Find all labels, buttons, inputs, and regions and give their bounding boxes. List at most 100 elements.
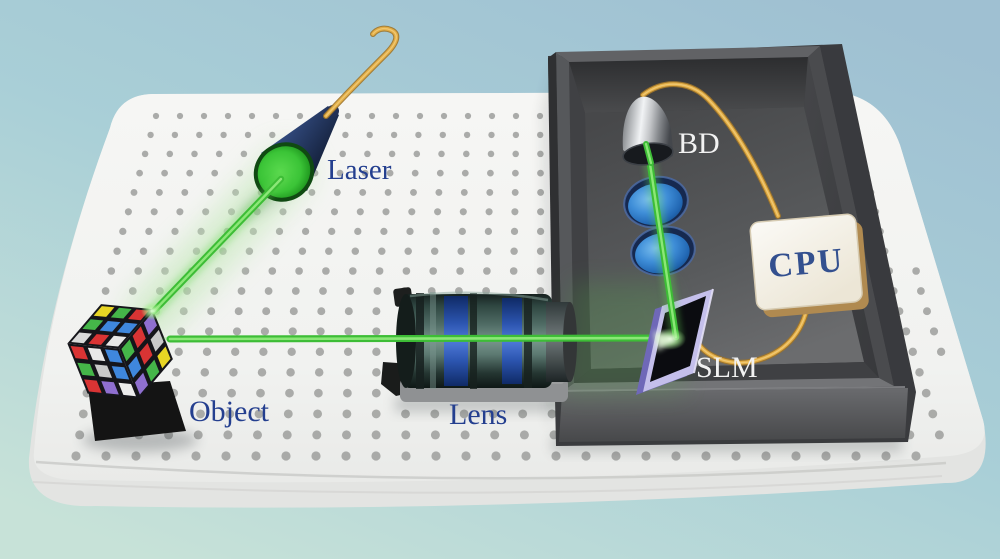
table-dot	[731, 451, 741, 461]
table-dot	[227, 388, 236, 398]
table-dot	[186, 169, 194, 177]
table-dot	[272, 112, 280, 120]
cube-sticker	[110, 307, 132, 319]
cube-sticker	[134, 372, 149, 395]
table-dot	[371, 451, 381, 461]
table-dot	[131, 451, 141, 461]
table-dot	[438, 150, 445, 158]
table-dot	[319, 287, 327, 295]
table-dot	[484, 227, 493, 236]
table-dot	[509, 287, 518, 295]
table-dot	[119, 227, 127, 236]
table-dot	[196, 409, 205, 419]
cube-sticker	[87, 347, 106, 362]
table-dot	[509, 267, 518, 275]
table-dot	[402, 267, 411, 275]
table-dot	[413, 150, 421, 158]
table-dot	[434, 208, 442, 216]
table-dot	[537, 188, 545, 196]
table-dot	[372, 307, 381, 316]
table-dot	[101, 287, 110, 295]
table-dot	[134, 267, 143, 275]
table-dot	[372, 368, 381, 377]
table-dot	[936, 347, 946, 356]
cpu-label: CPU	[767, 242, 846, 285]
table-dot	[336, 169, 344, 177]
cube-sticker	[101, 381, 119, 395]
object-cube	[67, 304, 173, 399]
table-dot	[295, 267, 303, 275]
table-dot	[145, 227, 153, 236]
table-dot	[512, 131, 520, 139]
table-dot	[364, 150, 371, 158]
table-dot	[512, 112, 520, 120]
table-dot	[166, 150, 174, 158]
table-dot	[361, 169, 369, 177]
table-dot	[366, 131, 373, 139]
table-dot	[150, 208, 158, 216]
table-dot	[272, 247, 280, 255]
table-dot	[236, 169, 244, 177]
lens-barrel-top-highlight	[409, 291, 549, 302]
table-dot	[314, 368, 324, 377]
table-dot	[78, 409, 88, 419]
table-dot	[401, 430, 411, 440]
cube-sticker	[104, 349, 123, 363]
slm-label: SLM	[696, 351, 758, 384]
table-dot	[176, 112, 184, 120]
table-dot	[341, 430, 352, 440]
table-dot	[430, 430, 440, 440]
table-dot	[202, 208, 210, 216]
table-dot	[429, 267, 438, 275]
table-dot	[459, 208, 467, 216]
table-dot	[440, 112, 448, 120]
fiber-bd-to-cpu	[640, 81, 781, 219]
cube-sticker	[121, 339, 135, 362]
table-dot	[191, 451, 201, 461]
table-dot	[536, 267, 545, 275]
laser-label: Laser	[327, 154, 392, 186]
table-dot	[75, 430, 85, 440]
table-dot	[490, 430, 500, 440]
table-dot	[311, 451, 321, 461]
table-dot	[611, 451, 621, 461]
table-dot	[430, 247, 439, 255]
table-dot	[384, 188, 392, 196]
table-dot	[581, 451, 591, 461]
table-dot	[305, 208, 313, 216]
table-dot	[537, 131, 544, 139]
table-dot	[483, 267, 491, 275]
cube-sticker	[118, 382, 136, 397]
table-dot	[902, 327, 911, 336]
table-dot	[344, 112, 352, 120]
cube-sticker	[99, 320, 121, 332]
table-dot	[487, 150, 495, 158]
beam-object-to-slm	[163, 331, 685, 346]
table-dot	[371, 430, 381, 440]
table-dot	[171, 368, 181, 377]
table-dot	[348, 267, 357, 275]
table-dot	[435, 188, 443, 196]
table-dot	[404, 247, 412, 255]
table-dot	[342, 131, 349, 139]
table-dot	[368, 112, 376, 120]
table-dot	[257, 368, 267, 377]
table-dot	[908, 347, 917, 356]
table-dot	[221, 451, 231, 461]
table-dot	[224, 112, 232, 120]
table-dot	[171, 131, 179, 139]
fiber-cpu-loop	[695, 300, 811, 366]
table-dot	[536, 227, 545, 236]
table-dot	[314, 388, 323, 398]
table-dot	[237, 287, 246, 295]
table-dot	[155, 188, 163, 196]
table-dot	[176, 208, 184, 216]
table-dot	[386, 169, 394, 177]
table-dot	[851, 451, 861, 461]
table-dot	[207, 307, 216, 316]
table-dot	[359, 188, 367, 196]
cube-sticker	[132, 326, 146, 349]
table-dot	[486, 188, 494, 196]
cube-sticker	[128, 356, 142, 378]
